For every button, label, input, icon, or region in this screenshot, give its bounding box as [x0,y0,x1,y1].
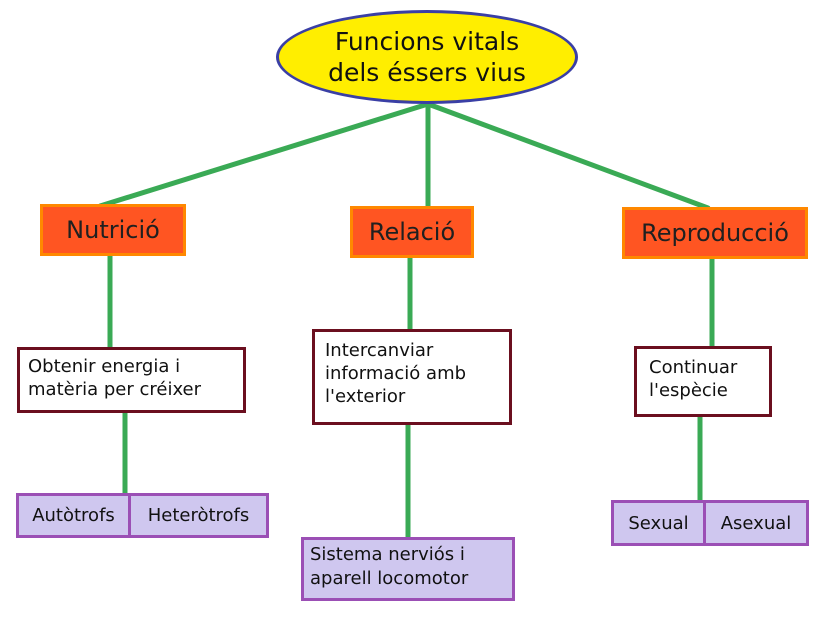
description-reproduccio: Continuar l'espècie [634,346,772,417]
description-line: Intercanviar [325,340,434,361]
description-line: l'exterior [325,386,406,407]
description-line: Obtenir energia i [28,356,181,377]
leaf-sexual: Sexual [611,500,706,546]
leaf-asexual: Asexual [703,500,809,546]
description-relacio: Intercanviar informació amb l'exterior [312,329,512,425]
description-line: informació amb [325,363,467,384]
description-nutricio: Obtenir energia i matèria per créixer [17,347,246,413]
leaf-autotrofs: Autòtrofs [16,493,131,538]
category-relacio: Relació [350,206,474,258]
root-title-line1: Funcions vitals [334,27,520,56]
description-line: Continuar [649,357,738,378]
leaf-line: aparell locomotor [310,568,469,589]
root-node: Funcions vitals dels éssers vius [276,10,578,104]
description-line: matèria per créixer [28,379,202,400]
description-line: l'espècie [649,380,728,401]
root-title-line2: dels éssers vius [328,58,526,87]
connector-root-reproduccio [425,101,711,211]
leaf-heterotrofs: Heteròtrofs [128,493,269,538]
category-reproduccio: Reproducció [622,207,808,259]
leaf-sistema-nervios: Sistema nerviós i aparell locomotor [301,537,515,601]
category-nutricio: Nutrició [40,204,186,256]
leaf-line: Sistema nerviós i [310,544,465,565]
connector-root-nutricio [97,101,431,209]
